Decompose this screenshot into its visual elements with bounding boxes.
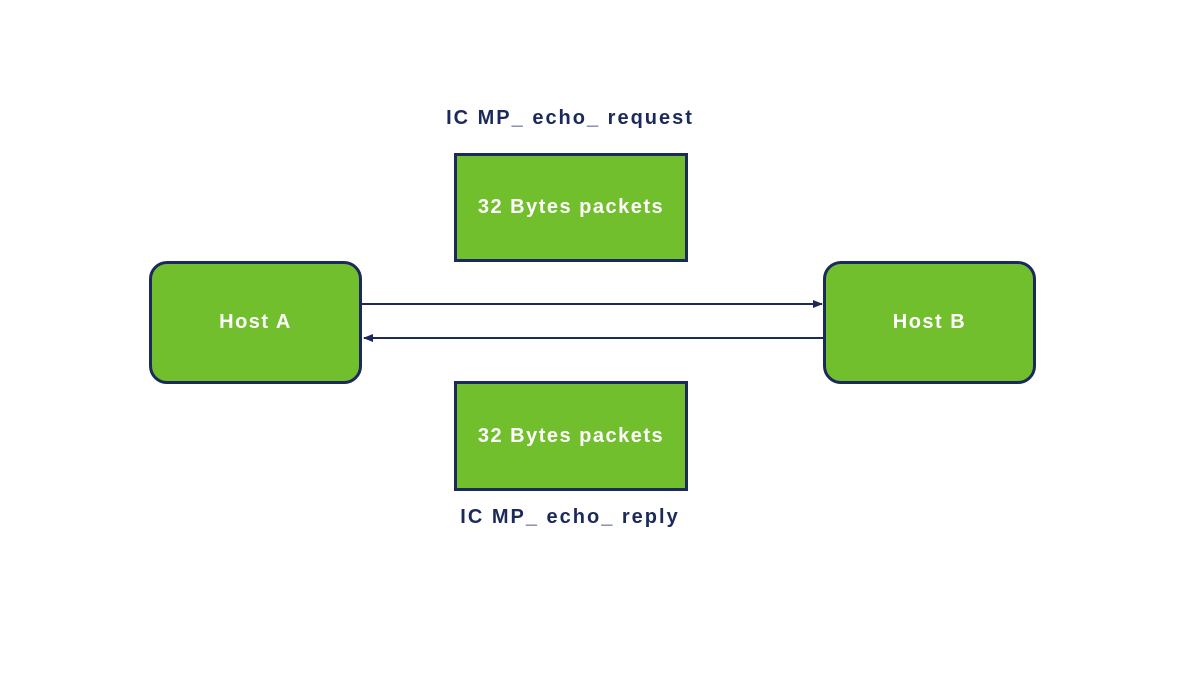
host-a-node: Host A	[149, 261, 362, 384]
request-message-label: IC MP_ echo_ request	[446, 107, 694, 129]
reply-message-label: IC MP_ echo_ reply	[460, 506, 680, 528]
request-packet-box: 32 Bytes packets	[454, 153, 688, 262]
host-b-node: Host B	[823, 261, 1036, 384]
host-a-label: Host A	[219, 311, 292, 333]
reply-packet-label: 32 Bytes packets	[477, 424, 665, 447]
host-b-label: Host B	[892, 311, 967, 333]
reply-packet-box: 32 Bytes packets	[454, 381, 688, 491]
request-packet-label: 32 Bytes packets	[477, 196, 665, 218]
